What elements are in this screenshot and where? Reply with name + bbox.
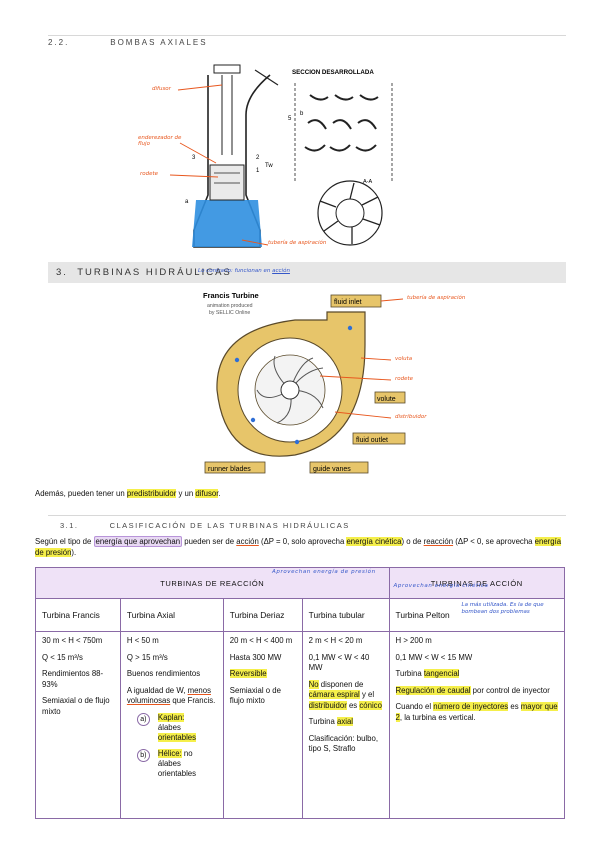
highlight-difusor: difusor — [195, 489, 219, 498]
sub-item-helice: b) Hélice: no álabes orientables — [136, 748, 217, 779]
figure-francis-turbine: fluid inlet volute fluid outlet runner b… — [195, 290, 565, 475]
table-group-header-row: TURBINAS DE REACCIÓN Aprovechan energía … — [35, 567, 566, 599]
highlight-predistribuidor: predistribuidor — [126, 489, 177, 498]
note-tuberia-aspiracion: tubería de aspiración — [268, 240, 327, 246]
highlight-energia-aprovechan: energía que aprovechan — [93, 536, 183, 547]
pump-label-a: a — [185, 199, 189, 205]
section-number: 2.2. — [48, 38, 70, 47]
note-francis-rodete: rodete — [395, 376, 414, 382]
header-tubular: Turbina tubular — [301, 598, 390, 632]
note-enderezador: enderezador de flujo — [138, 135, 182, 147]
cell-axial: H < 50 m Q > 15 m³/s Buenos rendimientos… — [119, 631, 224, 819]
note-voluta: voluta — [395, 356, 413, 362]
label-fluid-outlet: fluid outlet — [356, 437, 388, 444]
section-aa-label: A-A — [363, 179, 373, 185]
pump-label-3: 3 — [192, 155, 196, 161]
note-pelton: La más utilizada. Es la de que bombean d… — [461, 602, 544, 615]
cell-pelton: H > 200 m 0,1 MW < W < 15 MW Turbina tan… — [388, 631, 566, 819]
section-title-turbinas: 3. TURBINAS HIDRÁULICAS — [56, 267, 232, 278]
section-number-31: 3.1. — [60, 521, 79, 530]
group-reaccion: TURBINAS DE REACCIÓN Aprovechan energía … — [35, 567, 390, 599]
section-banner-turbinas: 3. TURBINAS HIDRÁULICAS Lo contrario: fu… — [48, 262, 566, 283]
header-axial: Turbina Axial — [119, 598, 224, 632]
cell-tubular: 2 m < H < 20 m 0,1 MW < W < 40 MW No dis… — [301, 631, 390, 819]
note-difusor: difusor — [152, 86, 171, 92]
section-title-31: CLASIFICACIÓN DE LAS TURBINAS HIDRÁULICA… — [109, 521, 350, 530]
label-volute: volute — [377, 396, 396, 403]
group-accion: TURBINAS DE ACCIÓN Aprovechan energía ci… — [388, 567, 566, 599]
label-fluid-inlet: fluid inlet — [334, 299, 362, 306]
francis-credit-1: animation produced — [207, 303, 253, 309]
section-heading-clasificacion: 3.1. CLASIFICACIÓN DE LAS TURBINAS HIDRÁ… — [60, 521, 350, 530]
note-francis-aspiracion: tubería de aspiración — [407, 295, 466, 301]
seccion-desarrollada-title: SECCION DESARROLLADA — [292, 69, 374, 76]
pump-label-tw: Tw — [265, 163, 273, 169]
top-divider — [48, 35, 566, 36]
paragraph-predistribuidor: Además, pueden tener un predistribuidor … — [35, 489, 221, 498]
section-title: BOMBAS AXIALES — [110, 38, 208, 47]
francis-credit-2: by SELLIC Online — [209, 310, 250, 316]
note-rodete: rodete — [140, 171, 159, 177]
header-pelton: Turbina Pelton La más utilizada. Es la d… — [388, 598, 566, 632]
francis-drawing: fluid inlet volute fluid outlet runner b… — [203, 291, 406, 474]
note-energia-presion: Aprovechan energía de presión — [272, 569, 376, 575]
note-distribuidor: distribuidor — [395, 414, 427, 420]
cell-francis: 30 m < H < 750m Q < 15 m³/s Rendimientos… — [35, 631, 121, 819]
axial-pump-drawing: 5 2 1 3 a Tw SECCION DESARROLLADA b A-A — [169, 64, 393, 248]
pump-label-1: 1 — [256, 168, 260, 174]
paragraph-tipo-energia: Según el tipo de energía que aprovechan … — [35, 536, 562, 557]
divider-31 — [48, 515, 566, 516]
header-francis: Turbina Francis — [35, 598, 121, 632]
pump-label-2: 2 — [256, 155, 260, 161]
section-heading-bombas-axiales: 2.2. BOMBAS AXIALES — [48, 38, 208, 47]
note-contrario: Lo contrario: funcionan en acción — [198, 268, 290, 274]
table-body-row: 30 m < H < 750m Q < 15 m³/s Rendimientos… — [35, 631, 566, 819]
label-guide-vanes: guide vanes — [313, 466, 351, 473]
note-energia-cinetica: Aprovechan energía cinética — [393, 583, 489, 589]
pump-label-5: 5 — [288, 116, 292, 122]
figure-axial-pump: 5 2 1 3 a Tw SECCION DESARROLLADA b A-A … — [130, 55, 460, 255]
table-header-row: Turbina Francis Turbina Axial Turbina De… — [35, 598, 566, 632]
cell-deriaz: 20 m < H < 400 m Hasta 300 MW Reversible… — [222, 631, 303, 819]
section-label-b: b — [300, 111, 304, 117]
francis-title: Francis Turbine — [203, 291, 259, 300]
label-runner-blades: runner blades — [208, 466, 251, 473]
header-deriaz: Turbina Deriaz — [222, 598, 303, 632]
turbines-table: TURBINAS DE REACCIÓN Aprovechan energía … — [35, 567, 566, 819]
